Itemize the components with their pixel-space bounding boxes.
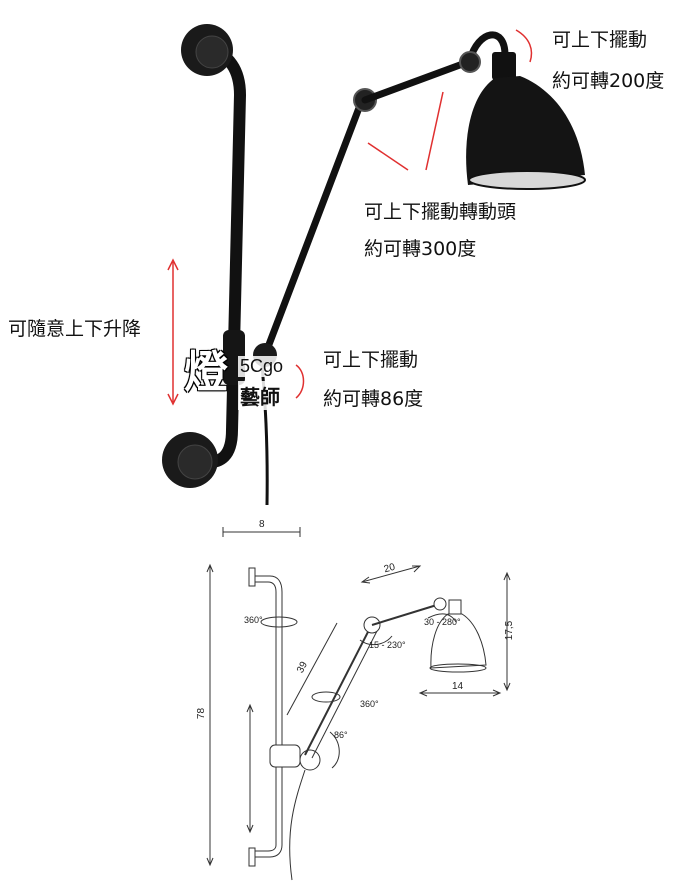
annotation-height-adjust: 可隨意上下升降 <box>8 318 142 340</box>
annotation-head-swing: 可上下擺動 <box>552 29 648 51</box>
watermark-logo-bottom: 藝師 <box>238 381 282 410</box>
angle-head-range: 30 - 280° <box>424 617 461 627</box>
watermark-logo-top: 5Cgo <box>238 356 286 377</box>
annotation-arm-rotation: 約可轉86度 <box>323 388 424 410</box>
annotation-elbow-rotation: 約可轉300度 <box>364 238 477 260</box>
angle-arm-rotation: 360° <box>360 699 379 709</box>
dim-height: 78 <box>196 707 208 720</box>
annotation-head-rotation: 約可轉200度 <box>552 70 665 92</box>
dim-base: 8 <box>259 519 265 530</box>
angle-elbow-range: 15 - 230° <box>369 640 406 650</box>
watermark-logo-char: 燈 <box>184 347 228 398</box>
angle-rod-rotation: 360° <box>244 615 263 625</box>
annotation-elbow-swing: 可上下擺動轉動頭 <box>364 201 517 223</box>
dim-head-reach: 14 <box>452 681 464 692</box>
annotation-arm-swing: 可上下擺動 <box>323 349 419 371</box>
dim-head-height: 17,5 <box>504 620 516 641</box>
angle-arm-swing: 86° <box>334 730 348 740</box>
